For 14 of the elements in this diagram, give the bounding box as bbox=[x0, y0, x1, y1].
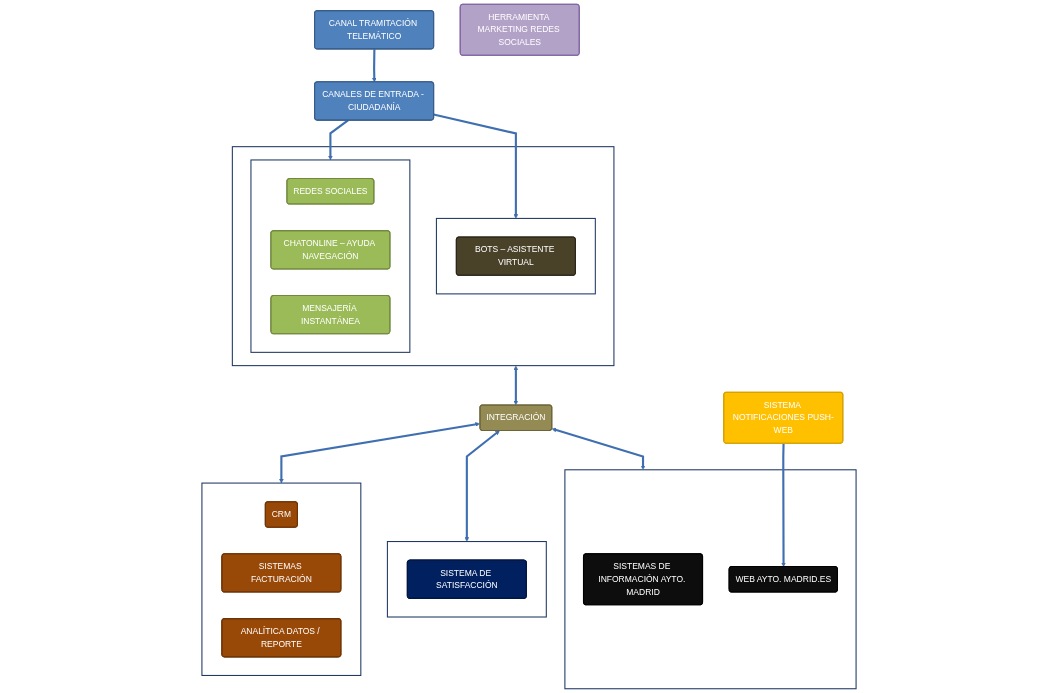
cluster bbox=[435, 217, 596, 295]
cluster bbox=[564, 469, 857, 690]
arrow bbox=[781, 443, 786, 567]
arrow bbox=[513, 365, 519, 406]
cluster bbox=[386, 541, 547, 618]
cluster bbox=[231, 146, 615, 367]
arrow bbox=[433, 113, 519, 219]
arrow bbox=[551, 427, 646, 470]
arrow bbox=[371, 49, 377, 83]
arrow bbox=[279, 422, 480, 484]
arrow bbox=[328, 119, 349, 161]
cluster bbox=[201, 482, 362, 676]
cluster bbox=[250, 159, 411, 353]
arrow bbox=[464, 430, 500, 542]
